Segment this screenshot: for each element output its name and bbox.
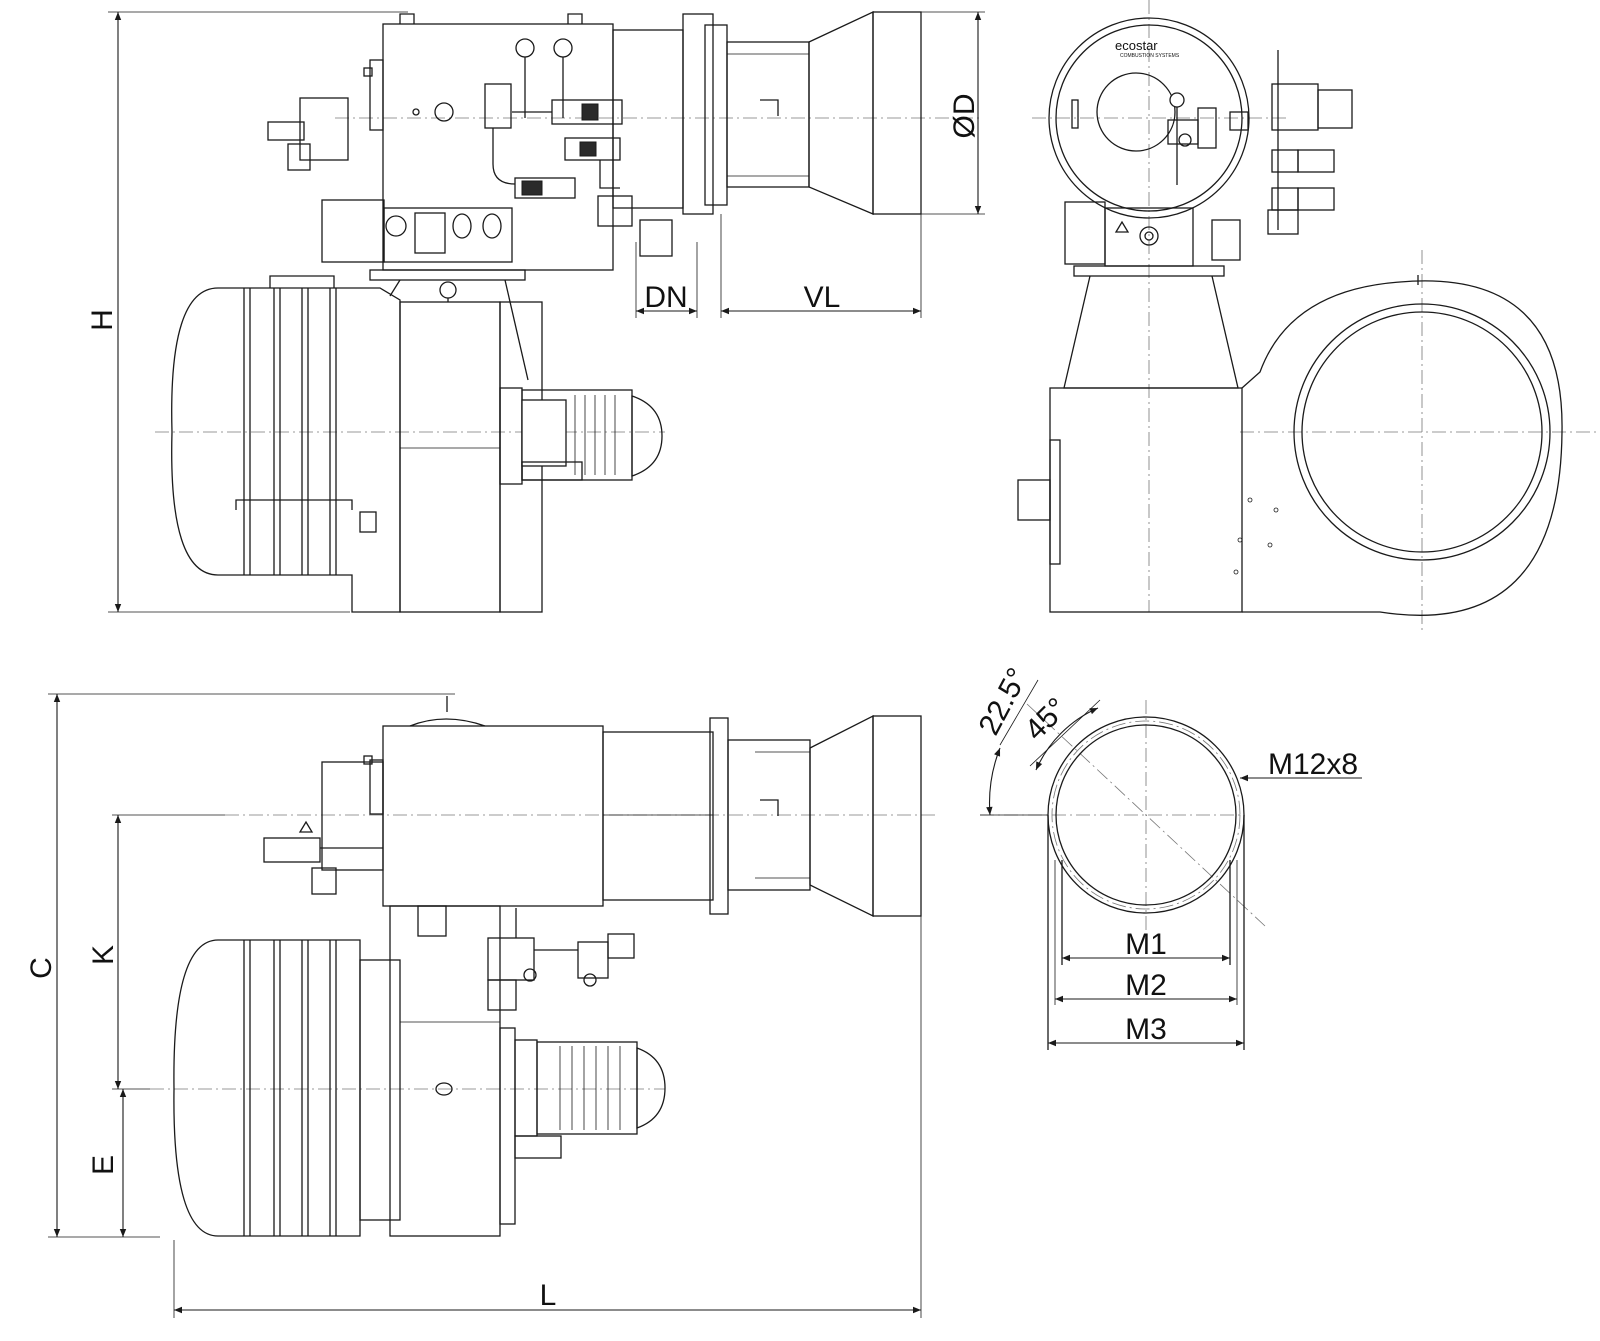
label-m3: M3: [1125, 1013, 1167, 1046]
brand-tagline: COMBUSTION SYSTEMS: [1120, 53, 1180, 59]
top-view: [48, 693, 935, 1318]
side-view: [108, 10, 985, 613]
label-vl: VL: [804, 281, 841, 314]
front-view: ecostar COMBUSTION SYSTEMS: [1017, 0, 1600, 630]
brand-logo: ecostar: [1115, 38, 1158, 53]
label-e: E: [87, 1155, 120, 1175]
label-m1: M1: [1125, 928, 1167, 961]
label-dn: DN: [644, 281, 687, 314]
label-m2: M2: [1125, 969, 1167, 1002]
label-angle-45: 45°: [1019, 692, 1074, 747]
label-h: H: [86, 309, 119, 331]
label-c: C: [25, 957, 58, 979]
label-k: K: [87, 945, 120, 965]
label-d: ØD: [948, 94, 981, 139]
flange-detail: [980, 679, 1362, 1050]
label-m12x8: M12x8: [1268, 748, 1358, 781]
label-l: L: [540, 1279, 557, 1312]
